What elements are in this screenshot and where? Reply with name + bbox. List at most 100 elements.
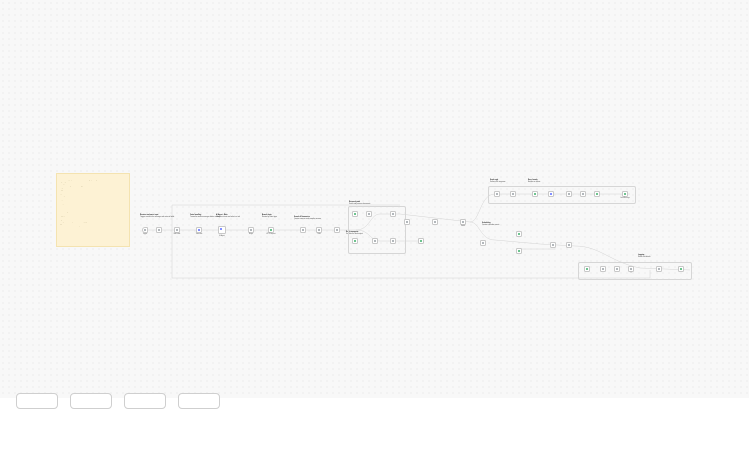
branch-icon — [630, 268, 633, 271]
sticky-line: Customization — [59, 202, 68, 203]
sticky-line: - Router — [59, 192, 64, 193]
node-switch[interactable] — [460, 219, 466, 225]
code-icon — [392, 240, 395, 243]
zoom-out-button[interactable] — [124, 393, 166, 409]
node-send[interactable] — [594, 191, 600, 197]
node-http-request[interactable] — [352, 211, 358, 217]
sticky-line: - Branches — [59, 208, 66, 209]
globe-icon — [354, 240, 357, 243]
node-ai-agent[interactable] — [218, 226, 226, 234]
node-code[interactable] — [566, 242, 572, 248]
globe-icon — [518, 250, 521, 253]
node-merge[interactable] — [404, 219, 410, 225]
merge-icon — [250, 229, 253, 232]
node-group-frame — [578, 262, 692, 280]
node-label: Merge — [249, 234, 253, 235]
node-code[interactable] — [390, 238, 396, 244]
node-send[interactable] — [622, 191, 628, 197]
node-if[interactable] — [566, 191, 572, 197]
code-icon — [336, 229, 339, 232]
node-code[interactable] — [494, 191, 500, 197]
node-code[interactable] — [600, 266, 606, 272]
node-http-request[interactable] — [532, 191, 538, 197]
node-trigger[interactable] — [142, 227, 148, 233]
sticky-line: - Agent — [59, 194, 64, 195]
node-send[interactable] — [678, 266, 684, 272]
workflow-canvas[interactable]: Workflow overview Main Workflow Handles … — [0, 0, 749, 398]
code-icon — [512, 193, 515, 196]
code-icon — [318, 229, 321, 232]
node-if[interactable] — [390, 211, 396, 217]
switch-icon — [176, 229, 179, 232]
node-code[interactable] — [614, 266, 620, 272]
node-merge[interactable] — [550, 242, 556, 248]
node-group-frame — [348, 206, 406, 254]
sticky-line: - Memory — [59, 196, 65, 197]
zoom-to-fit-button[interactable] — [16, 393, 58, 409]
sticky-line: - Prompts — [59, 204, 65, 205]
node-label: Edit Fields — [173, 234, 181, 235]
sticky-line: Main Workflow — [59, 178, 68, 179]
sticky-line: - Logging — [59, 216, 65, 217]
node-http-request[interactable] — [516, 248, 522, 254]
sticky-line: - Tools — [59, 198, 63, 199]
node-code[interactable] — [316, 227, 322, 233]
switch-icon — [462, 221, 465, 224]
node-http-request[interactable] — [268, 227, 274, 233]
zoom-in-button[interactable] — [70, 393, 112, 409]
node-http-request[interactable] — [516, 231, 522, 237]
node-code[interactable] — [334, 227, 340, 233]
node-code[interactable] — [580, 191, 586, 197]
node-transcribe[interactable] — [196, 227, 202, 233]
node-send[interactable] — [584, 266, 590, 272]
sticky-line: Support — [59, 224, 64, 225]
node-label: Trigger — [142, 234, 148, 235]
node-label: Switch — [460, 226, 466, 227]
node-switch[interactable] — [174, 227, 180, 233]
sticky-line: - Error handling — [59, 212, 68, 213]
robot-icon — [550, 193, 553, 196]
trigger-icon — [144, 229, 147, 232]
node-ai-agent[interactable] — [548, 191, 554, 197]
canvas-footer — [0, 398, 749, 450]
node-merge[interactable] — [248, 227, 254, 233]
node-http-request[interactable] — [352, 238, 358, 244]
reset-zoom-button[interactable] — [178, 393, 220, 409]
node-if[interactable] — [432, 219, 438, 225]
node-code[interactable] — [372, 238, 378, 244]
send-icon — [596, 193, 599, 196]
robot-icon — [220, 228, 223, 231]
code-icon — [616, 268, 619, 271]
node-code[interactable] — [510, 191, 516, 197]
node-code[interactable] — [480, 240, 486, 246]
code-icon — [302, 229, 305, 232]
merge-icon — [406, 221, 409, 224]
node-send[interactable] — [418, 238, 424, 244]
code-icon — [482, 242, 485, 245]
node-code[interactable] — [366, 211, 372, 217]
sticky-title: Workflow overview — [59, 176, 71, 177]
sticky-note-overview[interactable]: Workflow overview Main Workflow Handles … — [56, 173, 130, 247]
node-label: If — [630, 273, 632, 274]
sticky-line: Handles incoming requests and routes the… — [59, 180, 100, 181]
node-code[interactable] — [656, 266, 662, 272]
sticky-line: - Output formatter — [59, 200, 70, 201]
sticky-line: API keys for the model provider and mess… — [59, 222, 92, 223]
node-if[interactable] — [628, 266, 634, 272]
node-code[interactable] — [300, 227, 306, 233]
sticky-line: Components — [59, 188, 67, 189]
globe-icon — [534, 193, 537, 196]
code-icon — [374, 240, 377, 243]
microphone-icon — [198, 229, 201, 232]
node-set-fields[interactable] — [156, 227, 162, 233]
send-icon — [624, 193, 627, 196]
sticky-line: Setup steps: — [59, 182, 67, 183]
